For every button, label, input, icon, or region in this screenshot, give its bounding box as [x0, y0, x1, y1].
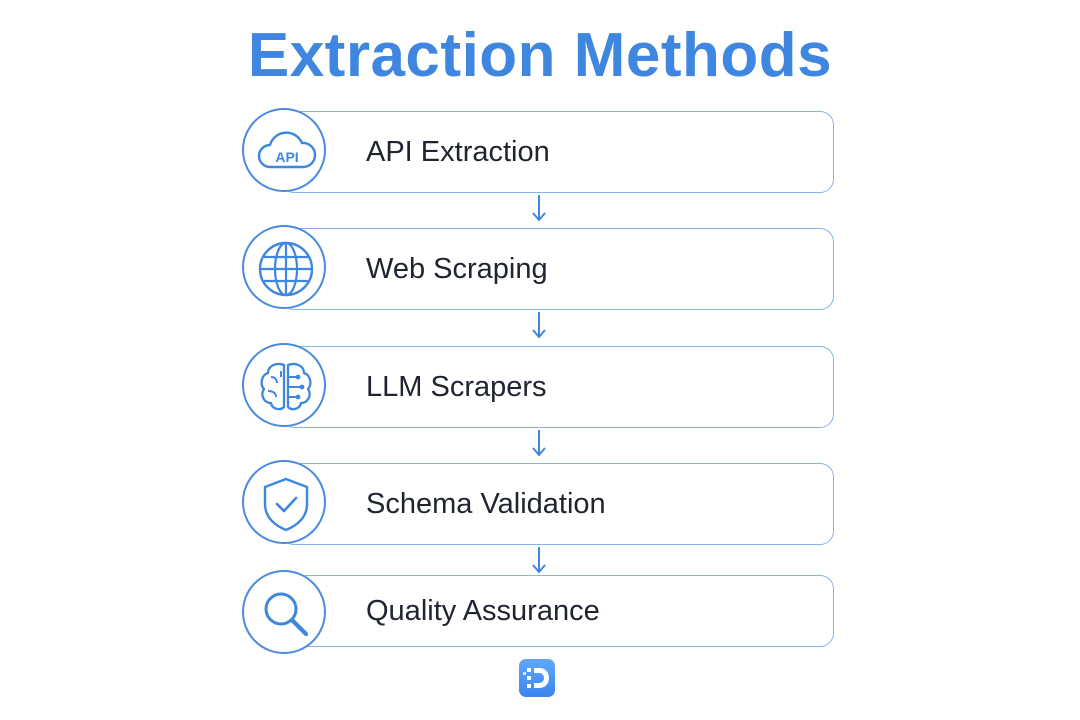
arrow-down-icon [532, 547, 546, 574]
page-title: Extraction Methods [247, 21, 833, 90]
step-label: LLM Scrapers [366, 371, 547, 403]
step-box [280, 463, 834, 545]
shield-check-icon [263, 477, 309, 532]
step-label: Quality Assurance [366, 595, 600, 627]
step-box [280, 575, 834, 647]
magnifier-icon [264, 592, 309, 637]
step-llm-scrapers: LLM Scrapers [242, 343, 834, 430]
step-label: Web Scraping [366, 253, 548, 285]
step-label: Schema Validation [366, 488, 606, 520]
brand-logo-icon [519, 659, 555, 697]
step-web-scraping: Web Scraping [242, 225, 834, 312]
step-quality-assurance: Quality Assurance [242, 570, 834, 659]
brain-circuit-icon [260, 362, 312, 411]
step-box [280, 111, 834, 193]
step-label: API Extraction [366, 136, 550, 168]
step-box [280, 346, 834, 428]
icon-circle [242, 225, 326, 309]
icon-circle [242, 570, 326, 654]
icon-circle [242, 343, 326, 427]
step-schema-validation: Schema Validation [242, 460, 834, 547]
globe-icon [258, 241, 314, 297]
step-box [280, 228, 834, 310]
api-icon-text: API [275, 149, 298, 165]
arrow-down-icon [532, 195, 546, 222]
icon-circle: API [242, 108, 326, 192]
arrow-down-icon [532, 430, 546, 457]
arrow-down-icon [532, 312, 546, 339]
icon-circle [242, 460, 326, 544]
api-cloud-icon: API [257, 131, 317, 169]
step-api-extraction: API Extraction API [242, 108, 834, 195]
